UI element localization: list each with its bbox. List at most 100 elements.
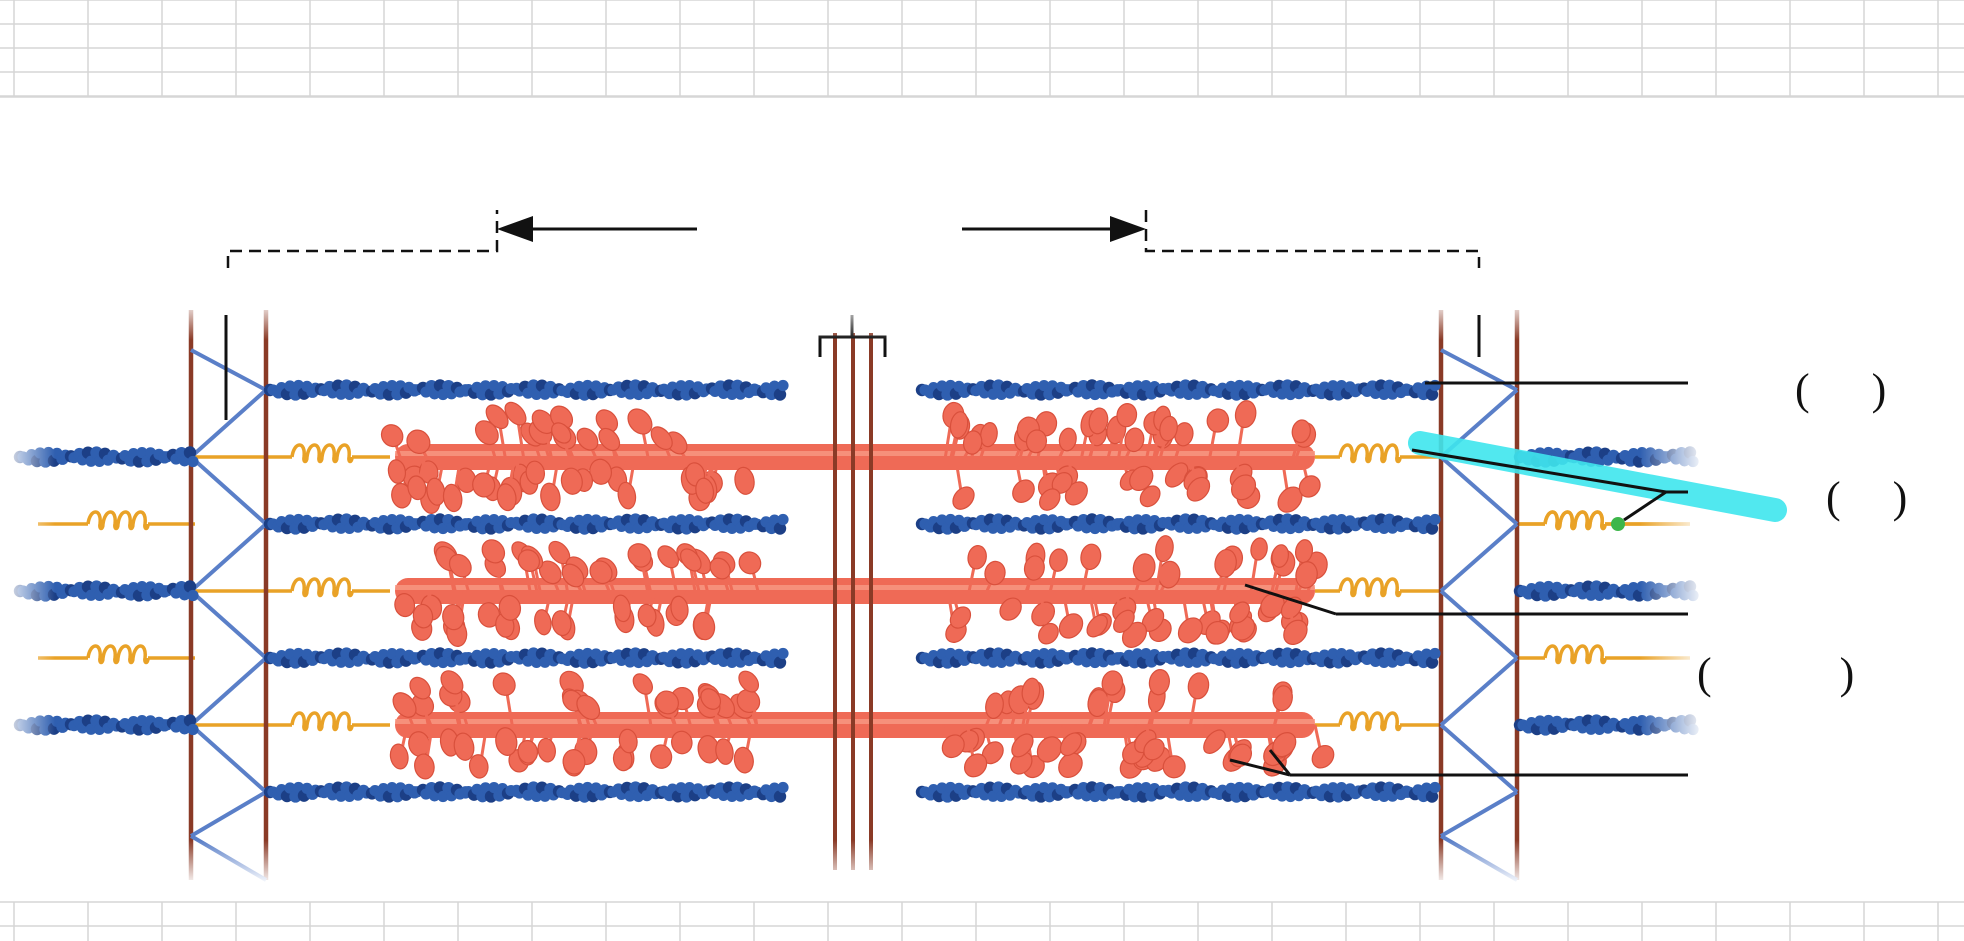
myosin-head: [380, 424, 404, 448]
actin-bead: [624, 790, 636, 802]
z-cross-link: [1439, 656, 1519, 727]
z-cross-link: [1439, 522, 1519, 593]
titin-filament: [1315, 577, 1440, 598]
actin-bead: [1182, 522, 1195, 534]
myosin-head: [655, 690, 680, 715]
myosin-head: [738, 551, 762, 575]
myosin-head: [962, 430, 983, 455]
myosin-head: [715, 738, 734, 765]
myosin-head: [534, 609, 552, 636]
myosin-head: [551, 422, 572, 444]
z-cross-link: [189, 388, 268, 459]
myosin-head: [967, 545, 987, 570]
myosin-head: [650, 744, 673, 769]
myosin-head: [1272, 732, 1297, 758]
myosin-head: [517, 549, 541, 572]
myosin-head: [734, 466, 755, 495]
close-paren: ): [1839, 649, 1855, 698]
actin-bead: [624, 522, 636, 534]
actin-bead: [479, 782, 492, 794]
titin-spring: [1338, 577, 1402, 598]
myosin-head: [700, 688, 722, 710]
myosin-head: [1272, 685, 1293, 712]
actin-bead: [479, 514, 492, 526]
arrow-right-head: [1110, 216, 1146, 242]
leader-line-titin: [1411, 448, 1667, 494]
actin-bead: [1327, 782, 1339, 794]
actin-bead: [773, 790, 787, 803]
titin-spring: [290, 443, 354, 464]
actin-bead: [1233, 379, 1246, 392]
myosin-head: [1088, 407, 1109, 435]
myosin-head: [537, 737, 556, 763]
actin-bead: [1276, 388, 1288, 400]
actin-bead: [335, 388, 347, 400]
fade-right: [1640, 300, 1705, 800]
right-label-2: (): [1826, 476, 1907, 520]
myosin-head: [1250, 537, 1268, 561]
actin-bead: [1233, 513, 1246, 526]
z-disc: [188, 310, 269, 882]
myosin-head: [1186, 476, 1211, 502]
myosin-head: [1283, 619, 1308, 646]
actin-bead: [1429, 647, 1441, 660]
actin-bead: [1327, 514, 1339, 526]
actin-bead: [335, 790, 347, 802]
myosin-head: [1059, 732, 1083, 757]
myosin-head: [1101, 670, 1124, 696]
myosin-head: [468, 754, 489, 779]
actin-bead: [530, 790, 543, 802]
myosin-head: [670, 595, 689, 622]
titin-spring: [86, 644, 150, 665]
actin-bead: [85, 589, 97, 601]
open-paren: (: [1826, 473, 1841, 522]
actin-bead: [1276, 790, 1288, 802]
myosin-head: [695, 477, 715, 504]
actin-bead: [1378, 522, 1390, 535]
grid-top: [0, 0, 1964, 98]
myosin-neck: [1038, 590, 1048, 630]
right-label-3: (): [1697, 652, 1854, 696]
actin-bead: [479, 380, 492, 392]
myosin-head: [442, 483, 463, 513]
myosin-head: [709, 557, 731, 580]
actin-bead: [386, 513, 398, 526]
actin-bead: [581, 647, 594, 660]
actin-bead: [1425, 656, 1439, 669]
actin-bead: [726, 522, 738, 535]
myosin-head: [562, 749, 586, 775]
z-cross-link: [190, 348, 267, 392]
myosin-head: [560, 467, 583, 495]
myosin-head: [1298, 475, 1321, 498]
myosin-head: [1039, 488, 1061, 511]
myosin-head: [627, 543, 652, 568]
actin-bead: [335, 656, 347, 668]
myosin-head: [679, 548, 702, 572]
actin-bead: [1429, 513, 1441, 526]
myosin-head: [517, 739, 539, 764]
myosin-head: [627, 408, 653, 435]
myosin-head: [985, 692, 1004, 719]
myosin-head: [1116, 403, 1138, 428]
actin-bead: [726, 790, 738, 803]
myosin-head: [389, 743, 409, 770]
dimension-dashed-left: [226, 210, 499, 268]
actin-bead: [675, 648, 687, 660]
myosin-head: [949, 606, 972, 629]
actin-bead: [1131, 648, 1144, 660]
fade-bottom: [150, 840, 1570, 885]
actin-bead: [1131, 782, 1144, 794]
actin-bead: [284, 514, 296, 526]
actin-bead: [284, 648, 296, 660]
myosin-head: [472, 472, 496, 498]
z-cross-link: [1439, 455, 1519, 526]
titin-filament: [195, 443, 390, 464]
myosin-head: [576, 694, 601, 720]
actin-bead: [136, 580, 148, 593]
titin-spring: [290, 577, 354, 598]
myosin-head: [409, 676, 431, 700]
actin-bead: [987, 388, 999, 400]
myosin-head: [1023, 555, 1045, 581]
